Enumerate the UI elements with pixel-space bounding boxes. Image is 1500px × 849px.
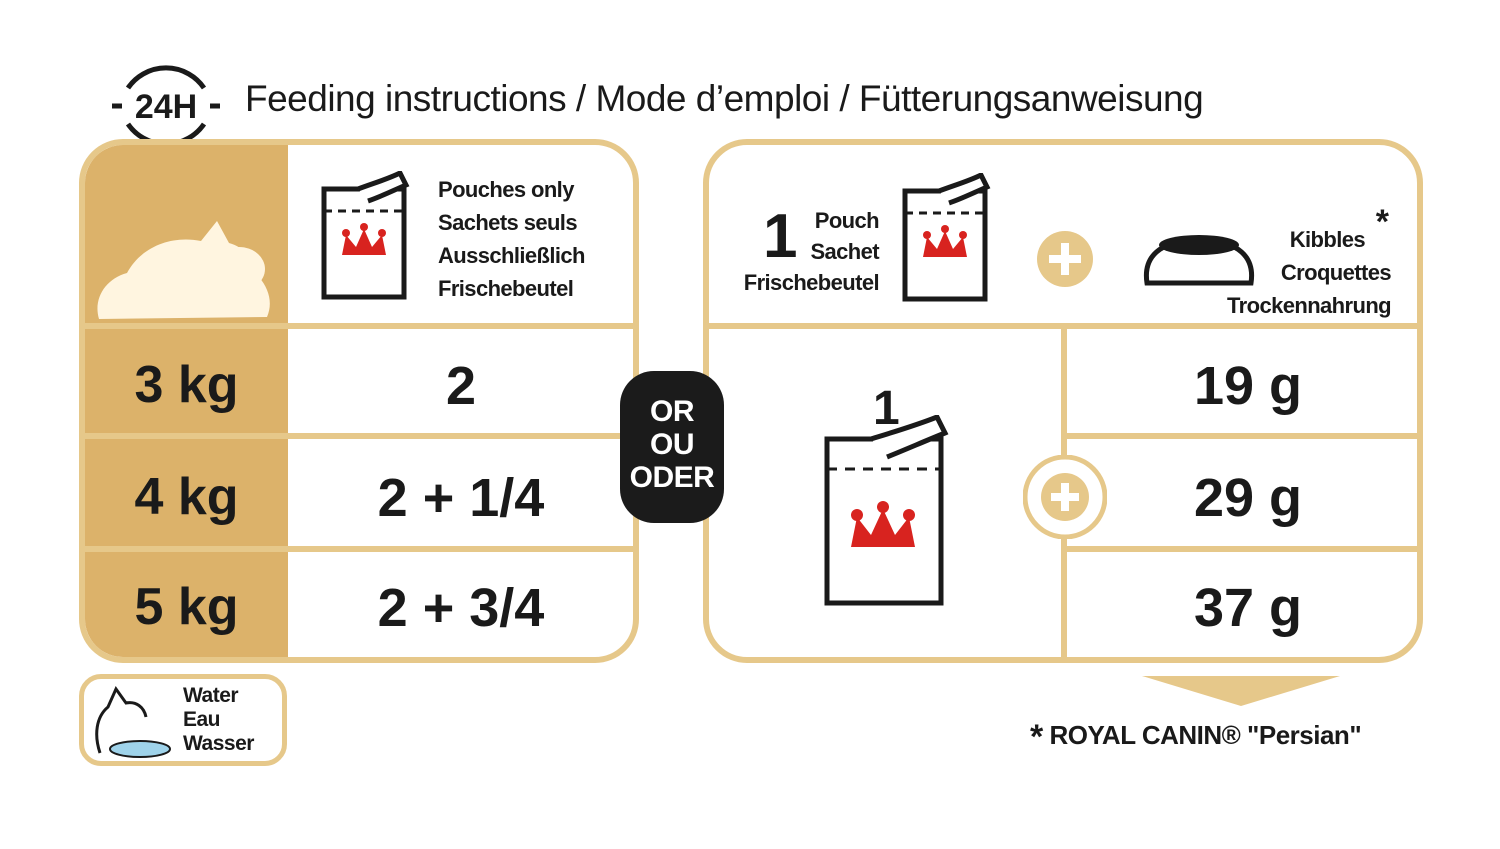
or-badge: OR OU ODER bbox=[620, 371, 724, 523]
label-line-de: Frischebeutel bbox=[743, 270, 880, 295]
label-line-de: Wasser bbox=[183, 732, 254, 755]
pouch-label: Pouch Sachet Frischebeutel bbox=[743, 205, 880, 298]
pouches-only-label: Pouches only Sachets seuls Ausschließlic… bbox=[438, 173, 585, 305]
pouches-4kg: 2 + 1/4 bbox=[377, 468, 545, 528]
cat-icon bbox=[97, 221, 270, 319]
water-bowl-icon bbox=[95, 685, 171, 758]
daily-pouch-count: 1 bbox=[873, 382, 900, 435]
label-line-fr: Eau bbox=[183, 708, 221, 731]
label-line-fr: Sachets seuls bbox=[438, 210, 578, 235]
row-divider bbox=[85, 546, 633, 552]
kibbles-5kg: 37 g bbox=[1193, 578, 1303, 638]
arrow-down-icon bbox=[1142, 676, 1340, 706]
plus-icon bbox=[1023, 455, 1107, 539]
label-line-en: Pouch bbox=[814, 208, 880, 233]
label-line-en: Water bbox=[183, 684, 239, 707]
or-en: OR bbox=[650, 395, 695, 428]
row-divider bbox=[85, 433, 633, 439]
label-line-fr: Sachet bbox=[810, 239, 879, 264]
pouch-icon bbox=[902, 173, 991, 302]
pouches-5kg: 2 + 3/4 bbox=[377, 578, 545, 638]
footnote-text: ROYAL CANIN® "Persian" bbox=[1049, 720, 1362, 750]
weight-column bbox=[85, 145, 288, 657]
or-de: ODER bbox=[629, 461, 715, 494]
pouch-count: 1 bbox=[763, 202, 798, 271]
kibbles-label: Kibbles Croquettes Trockennahrung bbox=[1227, 223, 1392, 322]
row-divider bbox=[1061, 546, 1417, 552]
water-box: Water Eau Wasser bbox=[79, 674, 287, 766]
pouches-3kg: 2 bbox=[445, 356, 477, 416]
weight-5kg: 5 kg bbox=[134, 578, 239, 636]
row-divider bbox=[85, 323, 633, 329]
bowl-icon bbox=[1143, 235, 1255, 286]
label-line-en: Kibbles bbox=[1289, 227, 1366, 252]
or-fr: OU bbox=[650, 428, 695, 461]
page-title: Feeding instructions / Mode d’emploi / F… bbox=[245, 78, 1204, 119]
kibbles-4kg: 29 g bbox=[1193, 468, 1303, 528]
water-label: Water Eau Wasser bbox=[183, 684, 254, 756]
footnote: * ROYAL CANIN® "Persian" bbox=[1030, 718, 1362, 757]
label-line-de: Ausschließlich bbox=[438, 243, 585, 268]
plus-icon bbox=[1037, 231, 1093, 287]
weight-4kg: 4 kg bbox=[134, 468, 239, 526]
pouches-only-panel: Pouches only Sachets seuls Ausschließlic… bbox=[79, 139, 639, 663]
pouch-icon bbox=[321, 171, 410, 300]
clock-badge-text: 24H bbox=[135, 88, 197, 126]
weight-3kg: 3 kg bbox=[134, 356, 239, 414]
pouch-icon bbox=[824, 415, 949, 606]
kibbles-footnote-star: * bbox=[1375, 203, 1389, 241]
row-divider bbox=[1061, 433, 1417, 439]
kibbles-3kg: 19 g bbox=[1193, 356, 1303, 416]
clock-24h-icon: 24H bbox=[112, 65, 220, 147]
label-line-fr: Croquettes bbox=[1280, 260, 1392, 285]
mixed-feeding-panel: 1 Pouch Sachet Frischebeutel * Kibbles C… bbox=[703, 139, 1423, 663]
label-line-en: Pouches only bbox=[438, 177, 574, 202]
label-line-de2: Frischebeutel bbox=[438, 276, 574, 301]
footnote-star: * bbox=[1030, 718, 1043, 756]
label-line-de: Trockennahrung bbox=[1227, 293, 1392, 318]
